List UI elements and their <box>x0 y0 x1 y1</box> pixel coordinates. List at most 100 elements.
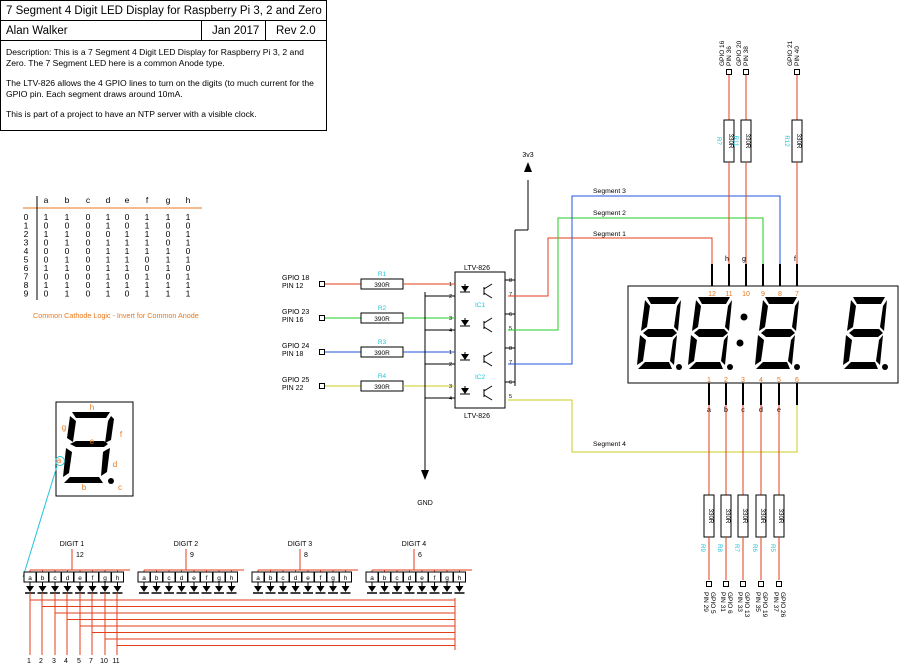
table-cell: 1 <box>166 280 171 290</box>
table-header: b <box>65 195 70 205</box>
digit-segment <box>880 300 887 331</box>
led-diode <box>152 586 161 592</box>
display-digit-1 <box>637 297 682 370</box>
digit-label: DIGIT 4 <box>402 541 426 548</box>
gpio-pad <box>319 315 325 321</box>
table-cell: 0 <box>186 263 191 273</box>
colon-dot <box>736 339 744 347</box>
resistor-value: 330R <box>727 134 734 149</box>
table-cell: 0 <box>166 272 171 282</box>
led-diode <box>101 586 109 592</box>
table-cell: 1 <box>106 221 111 231</box>
table-header: e <box>125 195 130 205</box>
display-pin-number: 5 <box>777 377 781 384</box>
gpio-pad <box>706 581 712 587</box>
led-diode <box>76 586 84 592</box>
pin-label: PIN 29 <box>702 592 709 612</box>
table-row-digit: 6 <box>24 263 29 273</box>
table-cell: 1 <box>145 221 150 231</box>
display-pin-number: 4 <box>759 377 763 384</box>
table-cell: 1 <box>186 238 191 248</box>
table-row-digit: 9 <box>24 289 29 299</box>
segment-letter: f <box>794 256 796 263</box>
gpio-label: GPIO 25 <box>282 377 309 384</box>
opto-transistor <box>483 317 493 324</box>
led-diode <box>304 586 312 592</box>
table-cell: 0 <box>44 255 49 265</box>
led-label: f <box>434 575 436 582</box>
digit-segment <box>698 297 730 304</box>
led-label: g <box>103 575 107 582</box>
pin-number: 7 <box>509 292 512 298</box>
led-label: c <box>167 575 171 582</box>
segment-net-label: Segment 4 <box>593 441 626 448</box>
digit-segment <box>637 335 646 365</box>
ic-ref: IC1 <box>475 302 486 309</box>
opto-transistor <box>483 360 493 367</box>
opto-transistor <box>483 292 493 299</box>
display-digit-2 <box>688 297 733 370</box>
table-cell: 0 <box>44 238 49 248</box>
pin-number: 3 <box>449 316 452 322</box>
led-diode <box>341 586 350 592</box>
segment-pointer-line <box>22 465 58 578</box>
led-diode <box>190 586 198 592</box>
bus-pin: 4 <box>64 658 68 664</box>
table-cell: 1 <box>65 229 70 239</box>
gpio-label: GPIO 16 <box>719 40 726 66</box>
led-display-section: 121110987hgf123456abcdeSegment 1Segment … <box>508 40 899 618</box>
bus-pin: 11 <box>112 658 119 664</box>
gpio-pad <box>319 281 325 287</box>
digit-segment <box>643 329 677 337</box>
gpio-label: GPIO 18 <box>282 275 309 282</box>
segment-f <box>105 416 114 443</box>
resistor-value: 330R <box>741 509 748 524</box>
pin-label: PIN 33 <box>736 592 743 612</box>
table-cell: 0 <box>145 255 150 265</box>
resistor-ref: R11 <box>732 136 739 147</box>
led-label: c <box>395 575 399 582</box>
segment-net-label: Segment 3 <box>593 188 626 195</box>
bus-pin: 3 <box>52 658 56 664</box>
display-pin-number: 9 <box>761 291 765 298</box>
table-cell: 1 <box>106 280 111 290</box>
digit-segment <box>638 362 672 369</box>
resistor-ref: R2 <box>378 305 387 312</box>
segment-e <box>70 441 108 447</box>
table-cell: 0 <box>86 246 91 256</box>
gnd-label: GND <box>417 500 433 507</box>
gpio-pad <box>319 349 325 355</box>
digit-segment <box>843 335 852 365</box>
revision: Rev 2.0 <box>266 21 326 41</box>
resistor-ref: R8 <box>716 544 723 552</box>
digit-segment <box>756 362 790 369</box>
bus-pin: 5 <box>77 658 81 664</box>
led-label: f <box>206 575 208 582</box>
table-cell: 1 <box>145 289 150 299</box>
led-diode <box>177 586 186 592</box>
digit-segment <box>847 300 856 331</box>
table-cell: 1 <box>44 212 49 222</box>
vcc-arrow <box>524 162 532 172</box>
segment-label-b: b <box>82 483 87 492</box>
gpio-label: GPIO 19 <box>761 592 768 618</box>
table-cell: 1 <box>65 263 70 273</box>
led-diode <box>140 586 148 592</box>
description-paragraph: The LTV-826 allows the 4 GPIO lines to t… <box>6 78 314 99</box>
date: Jan 2017 <box>202 21 266 41</box>
led-diode <box>63 586 72 592</box>
led-label: e <box>192 575 196 582</box>
table-cell: 1 <box>125 263 130 273</box>
led-label: g <box>331 575 335 582</box>
led-label: e <box>420 575 424 582</box>
segment-g <box>67 416 76 442</box>
description-paragraph: This is part of a project to have an NTP… <box>6 109 257 119</box>
pin-number: 8 <box>509 346 512 352</box>
digit-segment <box>721 335 728 365</box>
decimal-point <box>108 478 114 484</box>
ic-name: LTV-826 <box>464 265 490 272</box>
title-block: 7 Segment 4 Digit LED Display for Raspbe… <box>0 0 327 131</box>
resistor-ref: R7 <box>733 544 740 552</box>
led-label: b <box>269 575 273 582</box>
